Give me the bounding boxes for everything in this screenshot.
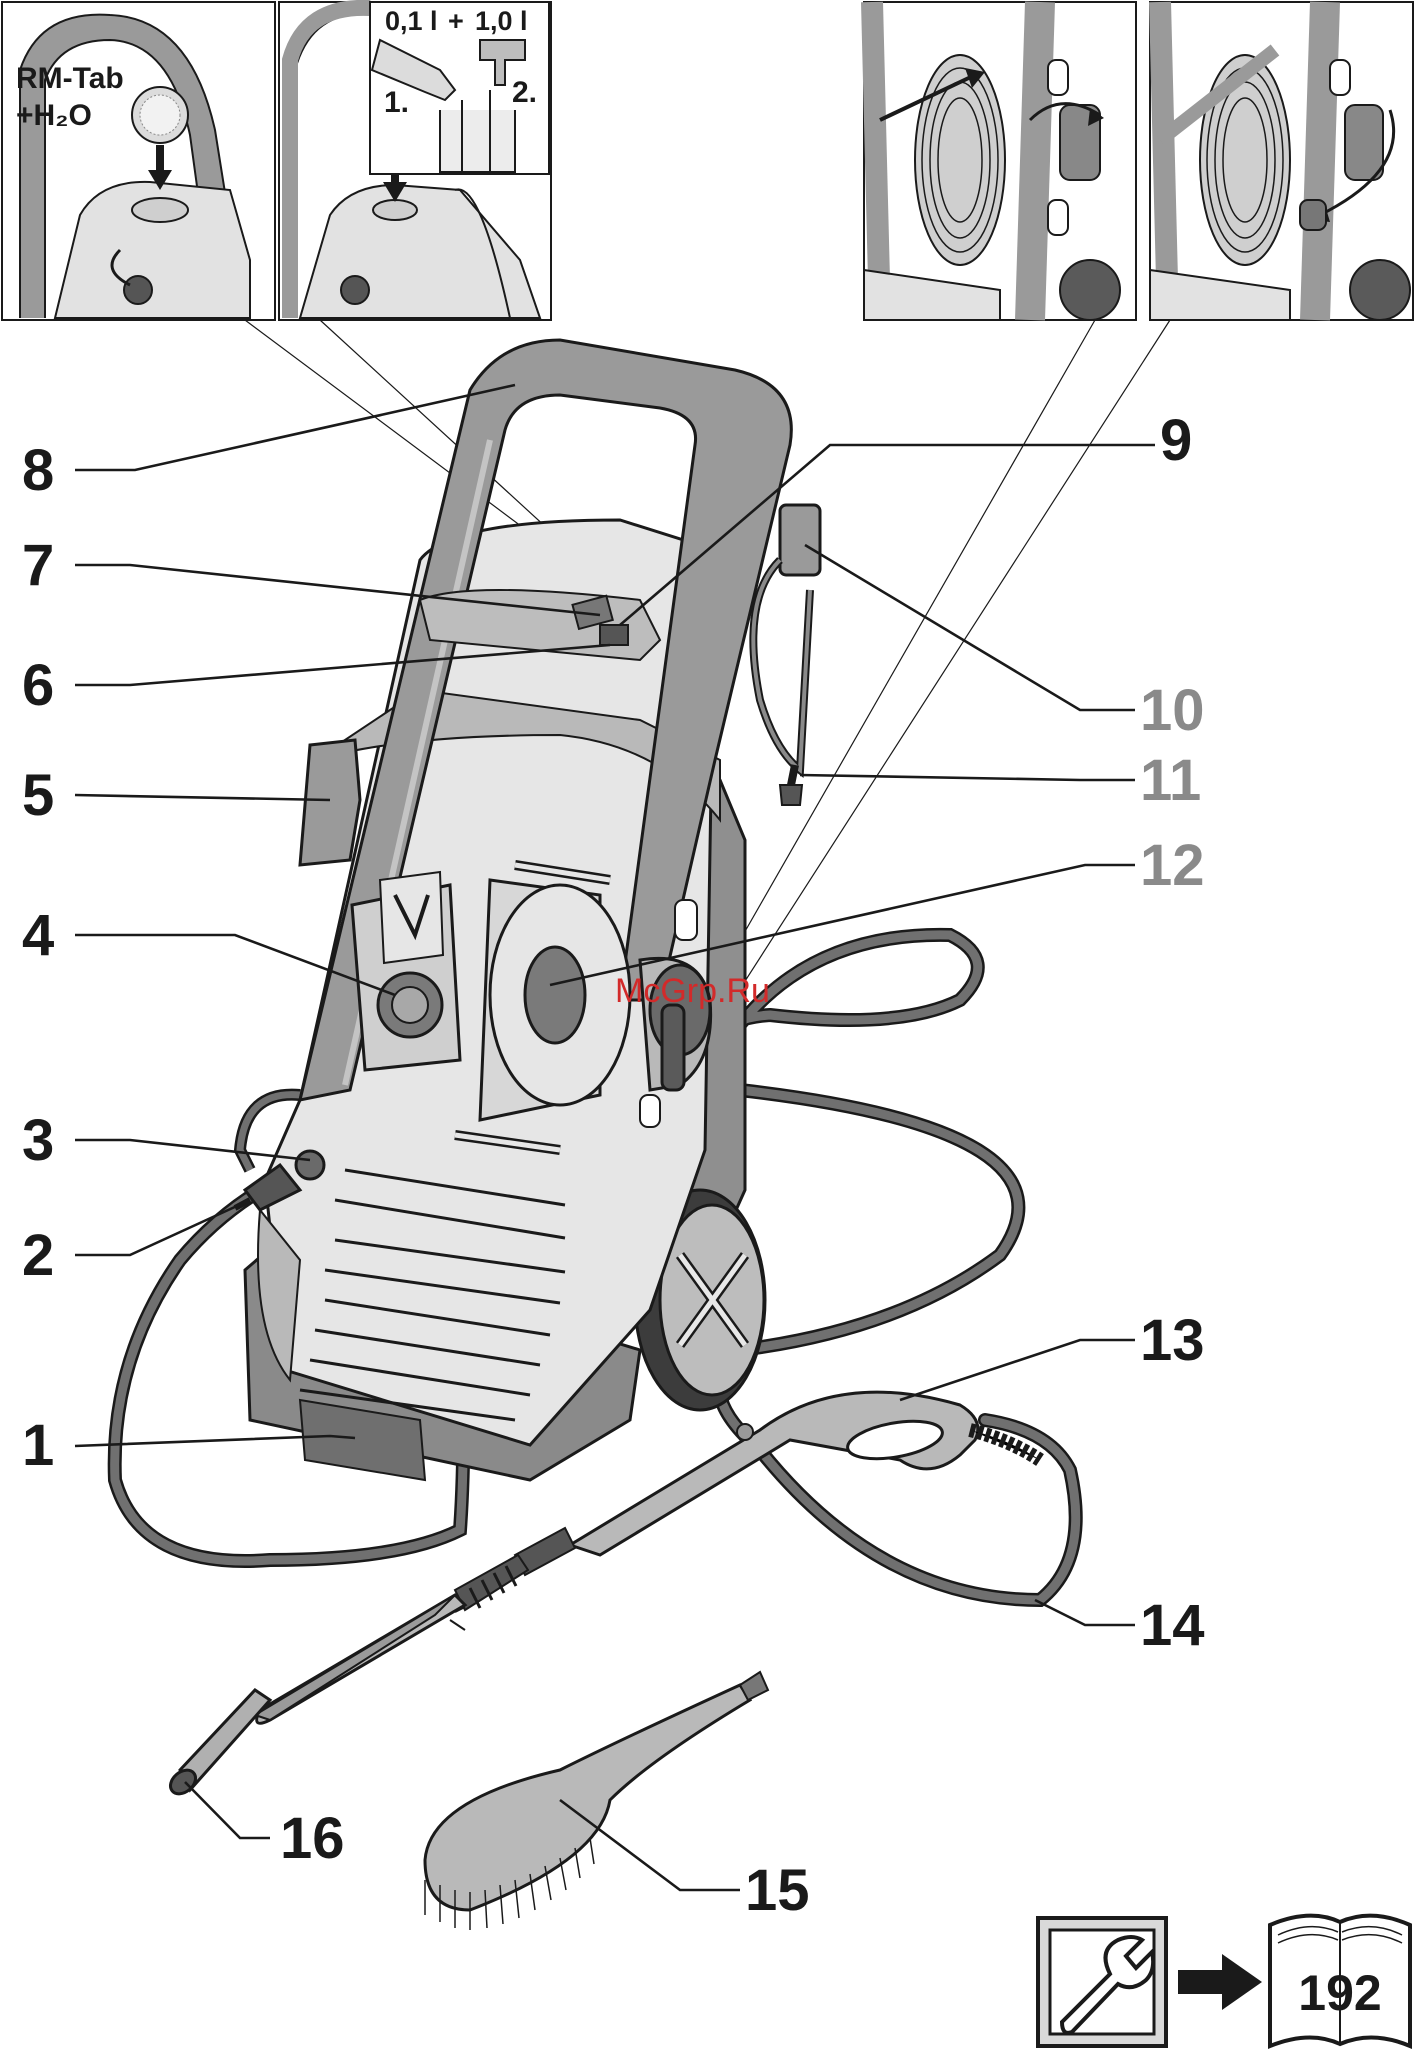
inset-hose-reel-stow xyxy=(1150,2,1413,320)
callout-6: 6 xyxy=(22,653,54,718)
mix-amount-detergent: 0,1 l xyxy=(385,6,438,36)
spray-gun xyxy=(166,1392,1040,1799)
page-reference: 192 xyxy=(1038,1916,1410,2046)
inset-hose-reel-unlock xyxy=(864,2,1136,320)
callout-1: 1 xyxy=(22,1413,54,1478)
callout-7: 7 xyxy=(22,533,54,598)
mix-plus-sign: + xyxy=(448,6,464,36)
callout-2: 2 xyxy=(22,1223,54,1288)
inset-detergent-tank: RM-Tab +H₂O xyxy=(2,2,275,320)
mix-step-1: 1. xyxy=(384,86,409,119)
book-icon: 192 xyxy=(1270,1916,1410,2046)
callout-16: 16 xyxy=(280,1806,345,1871)
callout-5: 5 xyxy=(22,763,54,828)
watermark-text: McGrp.Ru xyxy=(615,972,770,1010)
callout-8: 8 xyxy=(22,438,54,503)
callout-11: 11 xyxy=(1140,748,1201,813)
arrow-right-icon xyxy=(1178,1954,1262,2010)
page-number: 192 xyxy=(1298,1965,1381,2021)
callout-3: 3 xyxy=(22,1108,54,1173)
tank-label-line1: RM-Tab xyxy=(16,62,124,95)
mix-step-2: 2. xyxy=(512,76,537,109)
callout-14: 14 xyxy=(1140,1593,1205,1658)
callout-12: 12 xyxy=(1140,833,1205,898)
callout-13: 13 xyxy=(1140,1308,1205,1373)
tank-label-line2: +H₂O xyxy=(16,99,92,132)
mix-amount-water: 1,0 l xyxy=(475,6,528,36)
callout-15: 15 xyxy=(745,1858,810,1923)
callout-4: 4 xyxy=(22,903,54,968)
inset-mixing-instructions: 0,1 l + 1,0 l 1. 2. xyxy=(279,2,551,320)
callout-9: 9 xyxy=(1160,408,1192,473)
callout-10: 10 xyxy=(1140,678,1205,743)
pressure-control-panel xyxy=(352,872,460,1070)
